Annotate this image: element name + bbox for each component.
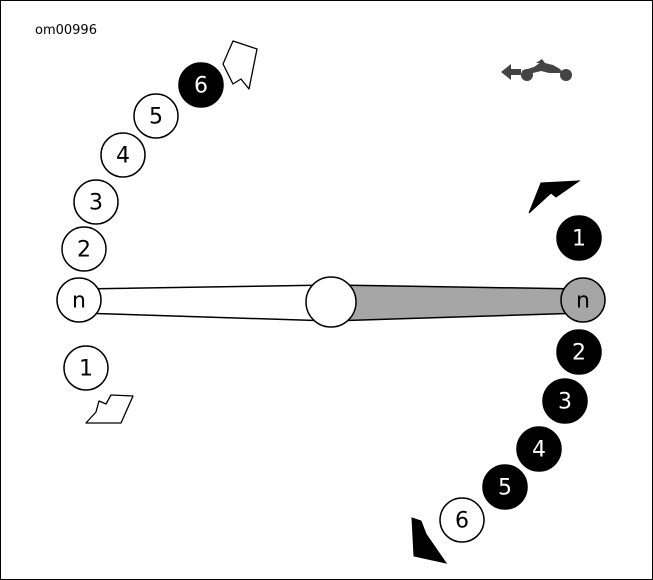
- left-gear-label: 3: [89, 191, 103, 216]
- upshift-arrow-icon: [222, 40, 258, 90]
- left-gear-label: 4: [116, 144, 130, 169]
- right-gear-n: n: [560, 277, 606, 323]
- left-gear-circle: [73, 179, 119, 225]
- right-gear-4: 4: [516, 426, 562, 472]
- right-gear-3: 3: [542, 378, 588, 424]
- left-gear-n: n: [56, 277, 102, 323]
- right-gear-circle: [556, 329, 602, 375]
- left-gear-6: 6: [178, 62, 224, 108]
- left-gear-circle: [100, 132, 146, 178]
- downshift-arrow-icon: [85, 394, 134, 424]
- right-gear-2: 2: [556, 329, 602, 375]
- left-gear-circle: [63, 345, 109, 391]
- right-gear-label: 3: [558, 390, 572, 415]
- right-gear-circle: [542, 378, 588, 424]
- right-gear-5: 5: [482, 464, 528, 510]
- left-gear-label: 2: [77, 238, 91, 263]
- left-gear-label: n: [72, 289, 86, 314]
- left-gear-4: 4: [100, 132, 146, 178]
- right-gear-1: 1: [556, 215, 602, 261]
- right-gear-circle: [516, 426, 562, 472]
- right-gear-circle: [482, 464, 528, 510]
- right-gear-label: n: [576, 289, 590, 314]
- left-gear-circle: [133, 93, 179, 139]
- left-gear-label: 6: [194, 74, 208, 99]
- downshift-arrow-solid-icon: [411, 517, 448, 564]
- left-gear-2: 2: [61, 226, 107, 272]
- left-gear-1: 1: [63, 345, 109, 391]
- right-gear-6: 6: [439, 497, 485, 543]
- left-gear-circle: [61, 226, 107, 272]
- right-gear-circle: [560, 277, 606, 323]
- lever-right-arm: [330, 284, 584, 322]
- upshift-arrow-solid-icon: [528, 180, 581, 214]
- right-gear-circle: [439, 497, 485, 543]
- left-gear-5: 5: [133, 93, 179, 139]
- right-gear-circle: [556, 215, 602, 261]
- right-gear-label: 1: [572, 227, 586, 252]
- figure-id: om00996: [35, 23, 97, 38]
- lever-left-arm: [78, 284, 332, 322]
- right-gear-label: 6: [455, 509, 469, 534]
- right-gear-label: 5: [498, 476, 512, 501]
- right-gear-label: 2: [572, 341, 586, 366]
- left-gear-label: 1: [79, 357, 93, 382]
- left-gear-label: 5: [149, 105, 163, 130]
- right-gear-label: 4: [532, 438, 546, 463]
- left-gear-3: 3: [73, 179, 119, 225]
- left-gear-circle: [56, 277, 102, 323]
- left-gear-circle: [178, 62, 224, 108]
- motorcycle-forward-icon: [501, 59, 572, 81]
- lever-pivot: [305, 276, 357, 328]
